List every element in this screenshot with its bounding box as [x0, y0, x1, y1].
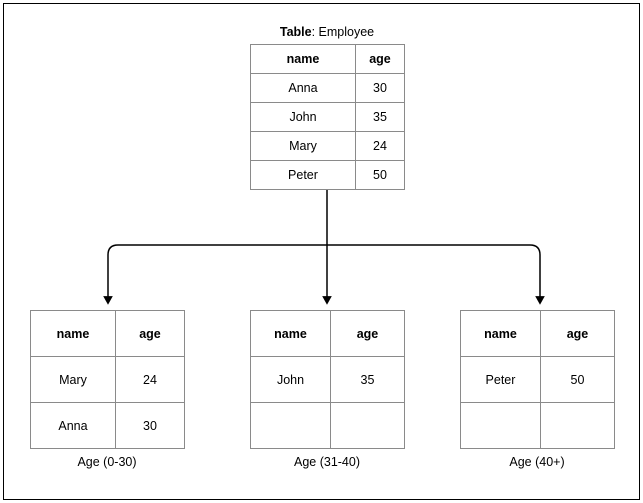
- partition-table-2: name age Peter 50: [460, 310, 615, 449]
- partition-caption-0: Age (0-30): [77, 455, 137, 469]
- table-row: John 35: [250, 102, 405, 132]
- table-row: Mary 24: [250, 131, 405, 161]
- cell-age: 24: [355, 131, 405, 161]
- table-row: Peter 50: [250, 160, 405, 190]
- partition-table-grid: name age Peter 50: [460, 310, 615, 449]
- cell-name: Mary: [250, 131, 356, 161]
- partition-table-1: name age John 35: [250, 310, 405, 449]
- cell-name: John: [250, 102, 356, 132]
- cell-age: 35: [330, 356, 405, 403]
- cell-name: John: [250, 356, 331, 403]
- cell-name: Peter: [460, 356, 541, 403]
- table-row: [250, 402, 405, 449]
- cell-age: 30: [115, 402, 185, 449]
- table-header-row: name age: [30, 310, 185, 357]
- source-table-title: Table: Employee: [250, 25, 404, 39]
- source-table-title-value: : Employee: [311, 25, 375, 39]
- source-table: name age Anna 30 John 35 Mary 24 Peter: [250, 44, 405, 190]
- table-row: John 35: [250, 356, 405, 403]
- partition-caption-1: Age (31-40): [293, 455, 360, 469]
- table-header-row: name age: [250, 44, 405, 74]
- cell-name: Peter: [250, 160, 356, 190]
- partition-table-grid: name age John 35: [250, 310, 405, 449]
- column-header-age: age: [330, 310, 405, 357]
- column-header-age: age: [115, 310, 185, 357]
- table-header-row: name age: [250, 310, 405, 357]
- table-row: Anna 30: [30, 402, 185, 449]
- column-header-age: age: [540, 310, 615, 357]
- source-table-title-key: Table: [279, 25, 312, 39]
- cell-age: 50: [540, 356, 615, 403]
- connector-branch-left: [103, 244, 327, 305]
- cell-name: Mary: [30, 356, 116, 403]
- column-header-name: name: [250, 44, 356, 74]
- partition-table-grid: name age Mary 24 Anna 30: [30, 310, 185, 449]
- column-header-age: age: [355, 44, 405, 74]
- cell-age: 50: [355, 160, 405, 190]
- cell-age: [540, 402, 615, 449]
- connector-branch-right: [327, 244, 545, 305]
- partition-caption-2: Age (40+): [509, 455, 565, 469]
- table-row: [460, 402, 615, 449]
- table-header-row: name age: [460, 310, 615, 357]
- cell-name: [460, 402, 541, 449]
- cell-age: [330, 402, 405, 449]
- cell-age: 24: [115, 356, 185, 403]
- table-row: Mary 24: [30, 356, 185, 403]
- cell-age: 35: [355, 102, 405, 132]
- column-header-name: name: [30, 310, 116, 357]
- column-header-name: name: [460, 310, 541, 357]
- cell-name: Anna: [30, 402, 116, 449]
- table-row: Peter 50: [460, 356, 615, 403]
- cell-age: 30: [355, 73, 405, 103]
- source-table-grid: name age Anna 30 John 35 Mary 24 Peter: [250, 44, 405, 190]
- partition-table-0: name age Mary 24 Anna 30: [30, 310, 185, 449]
- cell-name: Anna: [250, 73, 356, 103]
- page-border: [3, 3, 640, 500]
- cell-name: [250, 402, 331, 449]
- table-row: Anna 30: [250, 73, 405, 103]
- column-header-name: name: [250, 310, 331, 357]
